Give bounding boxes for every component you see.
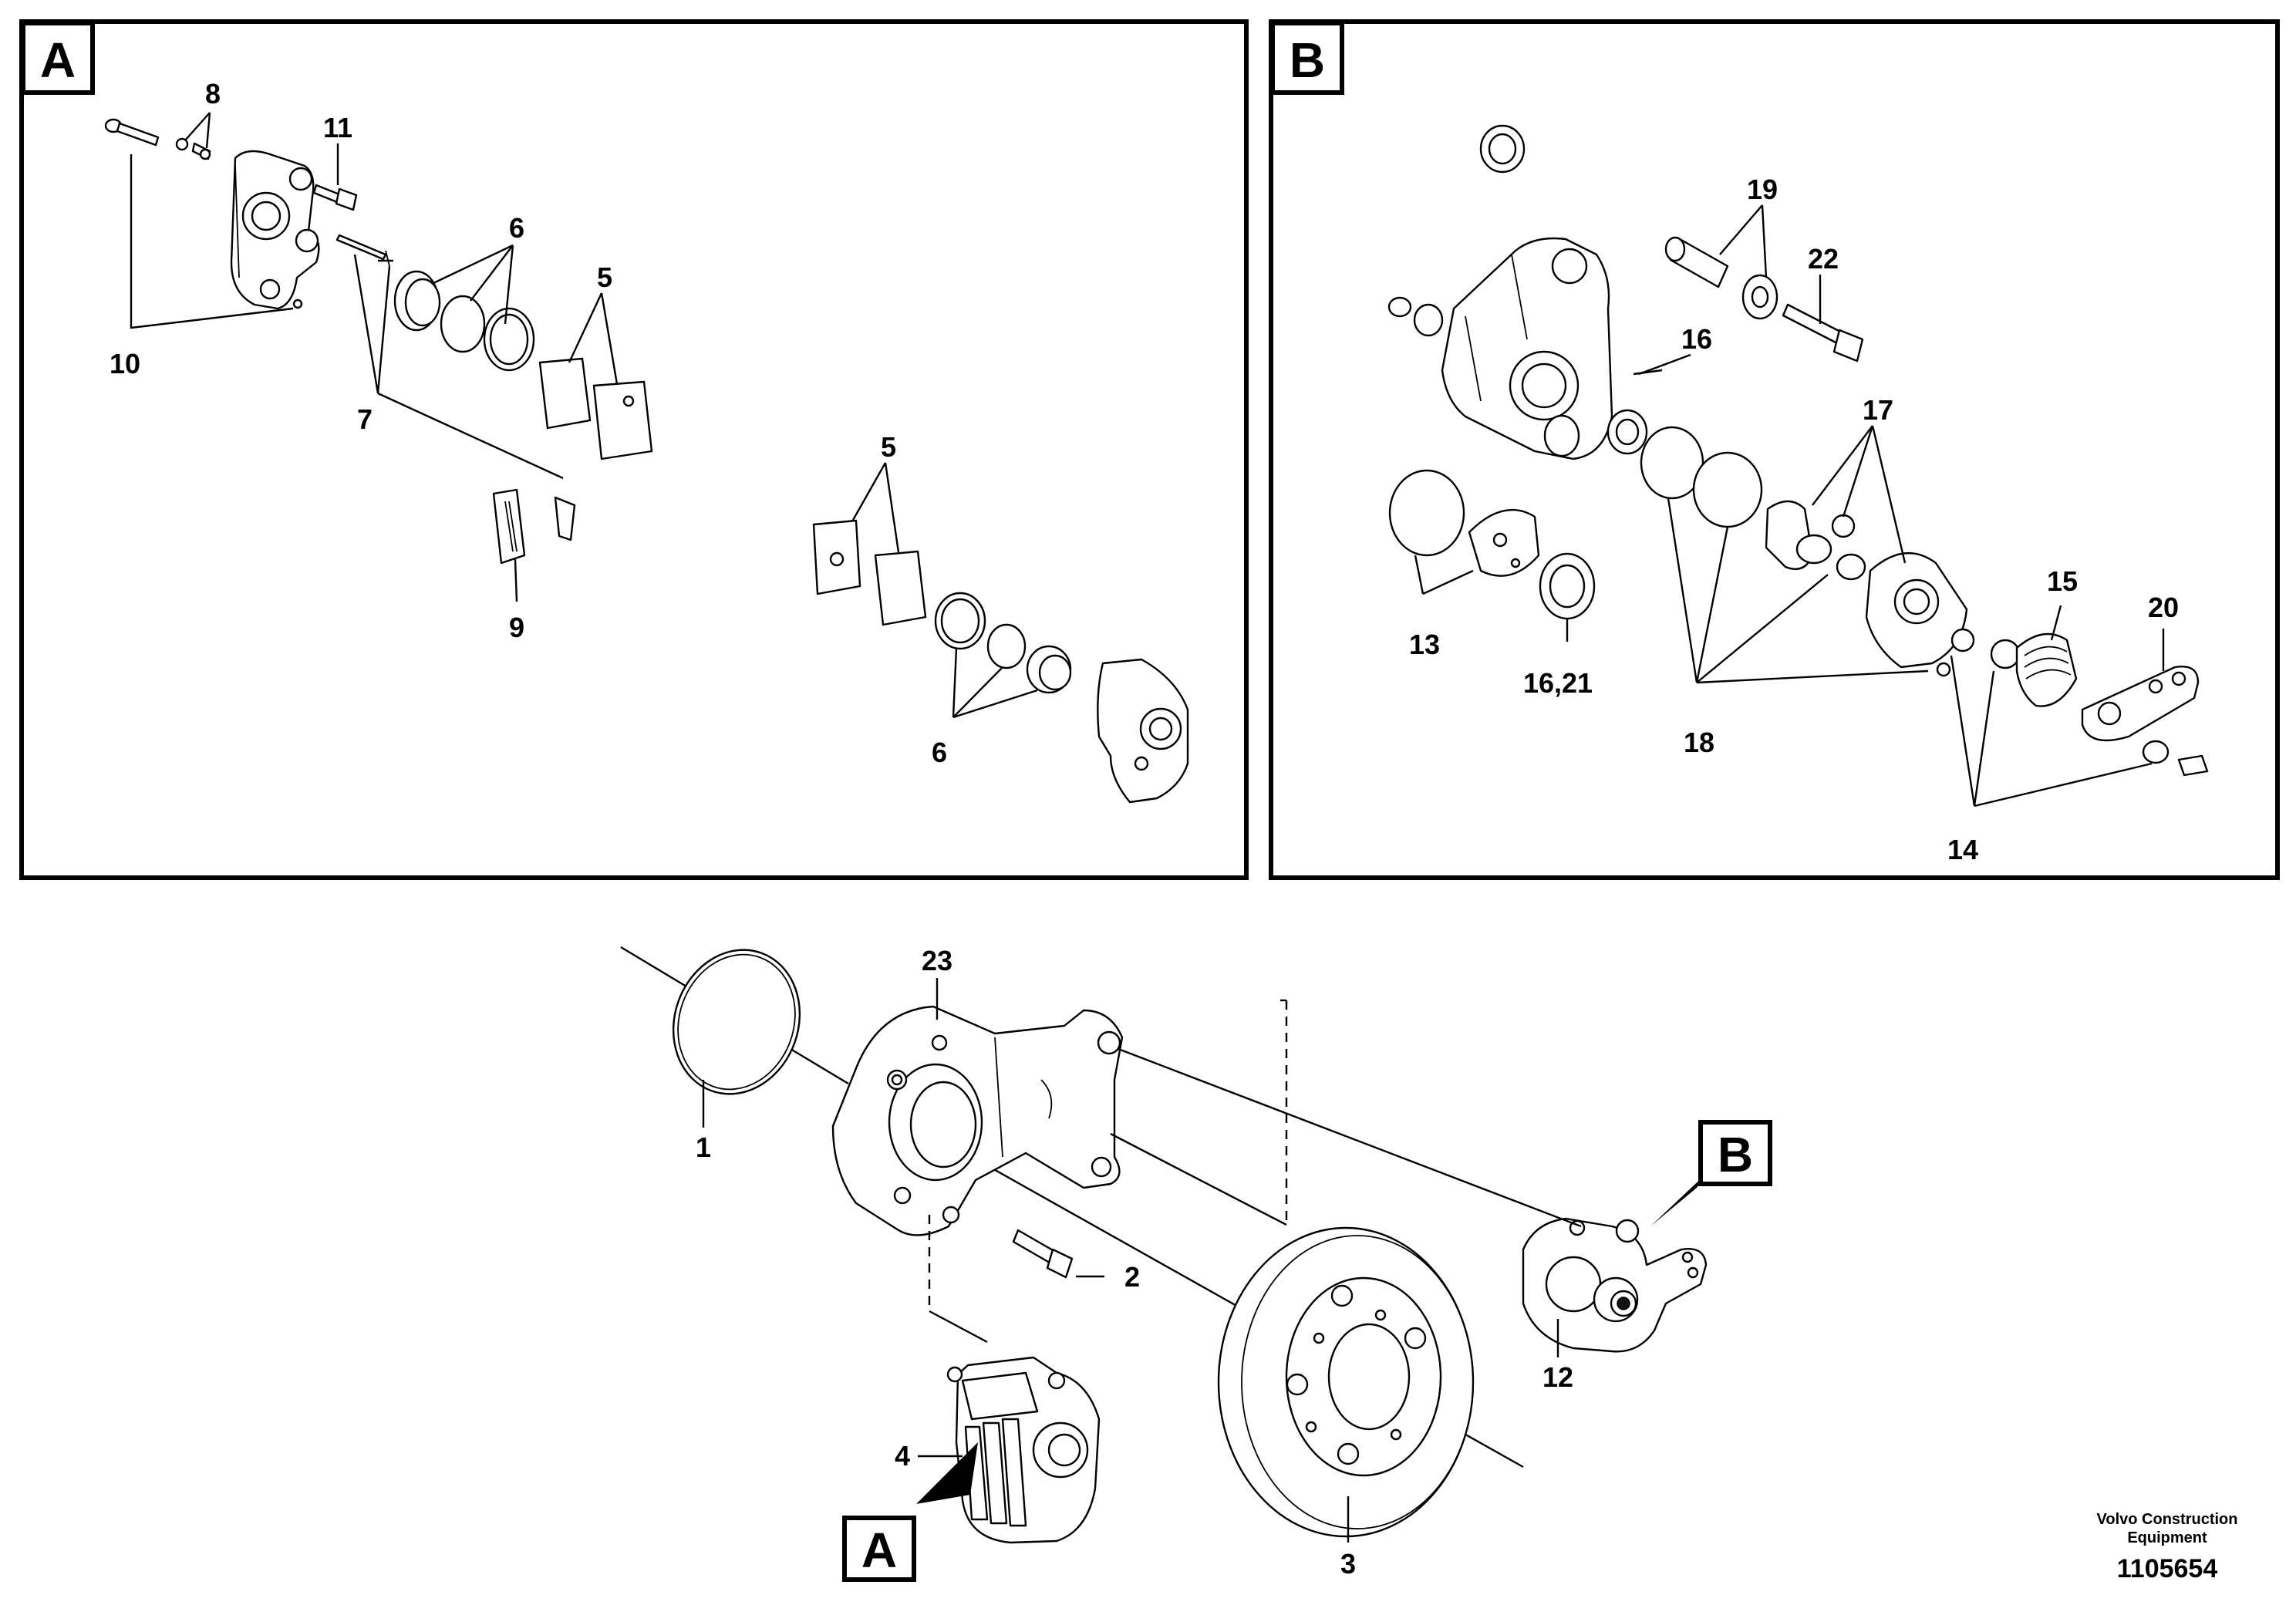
brake-bracket-part-23 [831,1005,1124,1236]
caliper-housing-part [230,150,320,310]
panel-a-frame [19,19,1249,880]
panel-b-frame [1269,19,2280,880]
detail-tag-a-label: A [861,1523,897,1578]
bushing-part-19 [1664,236,1778,320]
bolt-part-22 [1782,303,1864,363]
o-ring-part-18 [1640,426,1763,528]
caliper-half-part [1097,658,1189,804]
callout-9: 9 [509,612,524,643]
connector-line-caliper [929,1310,988,1344]
panel-a-leaders [130,112,1038,719]
panel-a-tag: A [40,32,76,88]
bolt-part-11 [312,184,358,211]
callout-5-lower: 5 [881,431,896,463]
panel-b-tag: B [1290,32,1325,88]
callout-16-21: 16,21 [1523,667,1593,699]
detail-panel-a: A [19,19,1249,880]
brand-line-1: Volvo Construction [2097,1511,2238,1528]
brand-line-2: Equipment [2127,1529,2207,1546]
connector-line [1118,1047,1582,1228]
callout-1: 1 [696,1131,711,1163]
detail-panel-b: B [1269,19,2280,880]
washer-bolt-part-14 [2142,740,2209,777]
callout-5-upper: 5 [597,261,612,293]
panel-b-tag-box [1270,21,1344,95]
callout-4: 4 [895,1440,910,1472]
main-assembly: A B 23 1 2 3 4 12 [620,945,1772,1582]
detail-tag-b-pointer: B [1650,1120,1772,1226]
callout-7: 7 [357,403,373,435]
seal-part-16-21 [1539,552,1596,620]
brake-pad-part-5-lower [812,519,927,626]
callout-14: 14 [1947,834,1978,865]
callout-19: 19 [1747,174,1778,205]
callout-12: 12 [1542,1361,1573,1393]
retainer-spring-part-9 [492,488,576,565]
worm-gear-part-17 [1765,500,1866,581]
callout-16: 16 [1681,323,1712,355]
bolt-part-2 [1012,1229,1104,1279]
panel-a-tag-box [21,21,95,95]
callout-17: 17 [1863,394,1893,426]
seal-ring-part-top [1479,124,1526,174]
piston-seal-set-part-6-upper [393,270,535,372]
connector-line-bracket [1110,1132,1287,1226]
o-ring-part-1 [672,949,801,1095]
callout-11: 11 [323,112,352,143]
callout-13: 13 [1409,629,1440,660]
callout-18: 18 [1684,727,1714,758]
panel-b-leaders [1414,204,2165,808]
main-leaders [702,978,1559,1543]
callout-2: 2 [1124,1261,1140,1293]
bleed-screw-part-8 [175,137,211,160]
detail-tag-a-pointer: A [842,1442,978,1582]
slack-adjuster-assembly-part-12 [1522,1217,1708,1353]
brake-pad-part-5-upper [538,357,653,460]
callout-23: 23 [922,945,952,976]
brake-caliper-part-4 [946,1356,1101,1544]
callout-15: 15 [2047,565,2078,597]
slack-adjuster-housing-part [1387,237,1613,460]
callout-3: 3 [1340,1548,1356,1580]
callout-10: 10 [110,348,140,379]
detail-tag-b-label: B [1718,1127,1753,1182]
seal-plate-part-13 [1388,469,1540,577]
callout-20: 20 [2148,592,2179,623]
bolt-part-10 [104,118,160,147]
footer-block: Volvo Construction Equipment 1105654 [2097,1511,2238,1583]
cover-plate-part [1865,551,1968,677]
lever-arm-part-20 [2081,666,2200,742]
callout-8: 8 [205,78,221,110]
callout-6-upper: 6 [509,212,524,244]
spring-part-15 [1950,628,2078,707]
brake-disc-part-3 [1217,1226,1475,1538]
callout-22: 22 [1808,243,1839,275]
bearing-part-16 [1607,369,1663,455]
piston-seal-set-part-6-lower [934,592,1072,694]
pin-part-7 [335,234,393,267]
callout-6-lower: 6 [932,737,947,768]
drawing-number: 1105654 [2117,1554,2218,1583]
